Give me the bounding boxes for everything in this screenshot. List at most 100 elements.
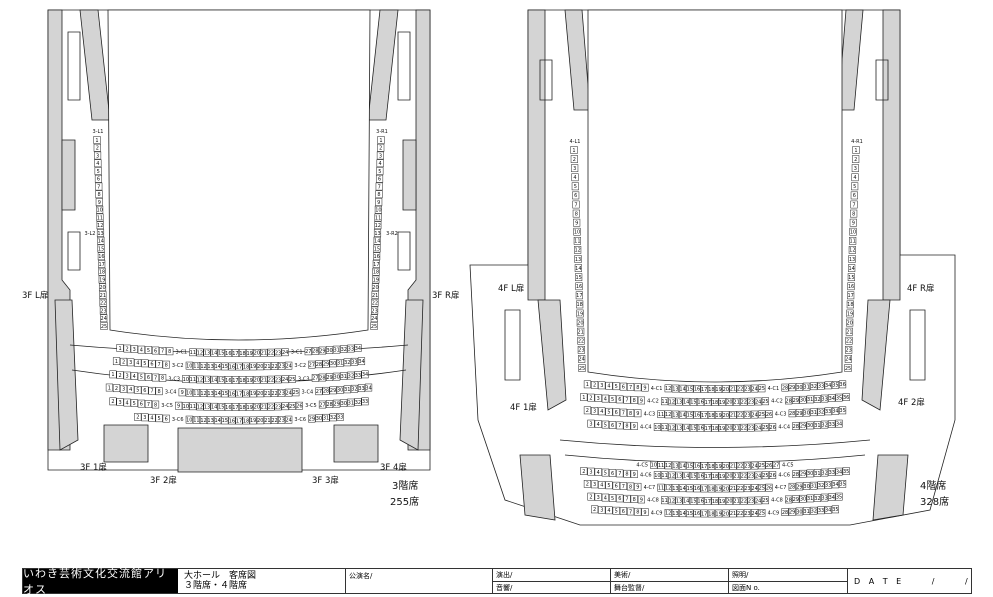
seat[interactable] (740, 423, 748, 432)
seat[interactable] (671, 410, 679, 419)
seat[interactable] (769, 471, 777, 479)
seat[interactable] (572, 191, 580, 200)
seat[interactable] (256, 389, 264, 398)
seat[interactable] (583, 380, 591, 389)
seat[interactable] (842, 393, 850, 401)
seat[interactable] (700, 411, 708, 419)
seat[interactable] (371, 306, 379, 315)
seat[interactable] (196, 375, 204, 384)
seat[interactable] (591, 381, 599, 389)
seat[interactable] (806, 395, 814, 404)
seat[interactable] (803, 408, 811, 417)
seat[interactable] (761, 496, 769, 505)
seat[interactable] (828, 493, 836, 501)
seat[interactable] (754, 496, 762, 505)
seat[interactable] (376, 167, 384, 175)
seat[interactable] (601, 468, 609, 477)
seat[interactable] (754, 471, 762, 480)
seat[interactable] (228, 362, 236, 371)
seat[interactable] (162, 414, 170, 423)
seat[interactable] (668, 397, 676, 406)
seat[interactable] (839, 380, 847, 389)
seat[interactable] (571, 164, 579, 173)
seat[interactable] (97, 252, 105, 261)
seat[interactable] (350, 357, 358, 366)
seat[interactable] (221, 389, 229, 398)
seat[interactable] (123, 398, 131, 407)
seat[interactable] (616, 469, 624, 478)
seat[interactable] (99, 306, 107, 315)
seat[interactable] (704, 472, 712, 480)
seat[interactable] (661, 471, 669, 480)
seat[interactable] (795, 383, 803, 391)
seat[interactable] (134, 413, 142, 421)
seat[interactable] (664, 410, 672, 419)
seat[interactable] (587, 419, 595, 428)
seat[interactable] (148, 359, 156, 368)
seat[interactable] (189, 375, 197, 384)
seat[interactable] (704, 424, 712, 432)
seat[interactable] (141, 359, 149, 368)
seat[interactable] (112, 384, 121, 393)
seat[interactable] (371, 298, 379, 307)
seat[interactable] (375, 190, 383, 199)
seat[interactable] (587, 467, 595, 476)
seat[interactable] (668, 496, 676, 505)
seat[interactable] (256, 362, 264, 371)
seat[interactable] (601, 420, 609, 429)
seat[interactable] (813, 421, 821, 429)
seat[interactable] (747, 423, 755, 432)
seat[interactable] (166, 347, 174, 356)
seat[interactable] (235, 362, 243, 371)
seat[interactable] (374, 213, 382, 222)
seat[interactable] (747, 397, 755, 406)
seat[interactable] (100, 314, 108, 323)
seat[interactable] (278, 362, 286, 370)
seat[interactable] (848, 246, 856, 254)
seat[interactable] (580, 467, 588, 475)
seat[interactable] (304, 347, 312, 356)
seat[interactable] (374, 205, 382, 214)
seat[interactable] (849, 236, 857, 245)
seat[interactable] (159, 347, 167, 355)
seat[interactable] (281, 348, 289, 357)
seat[interactable] (322, 386, 330, 395)
seat[interactable] (740, 471, 748, 480)
seat[interactable] (619, 408, 627, 417)
seat[interactable] (821, 468, 829, 477)
seat[interactable] (795, 409, 803, 417)
seat[interactable] (285, 415, 293, 424)
seat[interactable] (747, 471, 755, 480)
seat[interactable] (308, 360, 316, 369)
seat[interactable] (689, 398, 697, 406)
seat[interactable] (591, 505, 599, 514)
seat[interactable] (799, 494, 807, 503)
seat[interactable] (700, 484, 708, 493)
seat[interactable] (824, 407, 832, 416)
seat[interactable] (217, 376, 225, 384)
seat[interactable] (141, 386, 149, 395)
seat[interactable] (725, 398, 733, 406)
seat[interactable] (267, 375, 275, 384)
seat[interactable] (704, 398, 712, 406)
seat[interactable] (329, 359, 337, 368)
seat[interactable] (594, 493, 602, 501)
seat[interactable] (274, 402, 282, 411)
seat[interactable] (315, 360, 323, 369)
seat[interactable] (318, 400, 326, 409)
seat[interactable] (570, 155, 578, 163)
seat[interactable] (94, 174, 103, 183)
seat[interactable] (288, 402, 296, 410)
seat[interactable] (288, 375, 296, 383)
seat[interactable] (754, 423, 762, 432)
seat[interactable] (594, 394, 602, 402)
seat[interactable] (333, 345, 341, 354)
seat[interactable] (99, 291, 107, 299)
seat[interactable] (263, 389, 271, 398)
seat[interactable] (788, 507, 796, 516)
seat[interactable] (817, 381, 825, 390)
seat[interactable] (682, 496, 690, 505)
seat[interactable] (630, 396, 638, 404)
seat[interactable] (679, 461, 687, 470)
seat[interactable] (729, 462, 737, 470)
